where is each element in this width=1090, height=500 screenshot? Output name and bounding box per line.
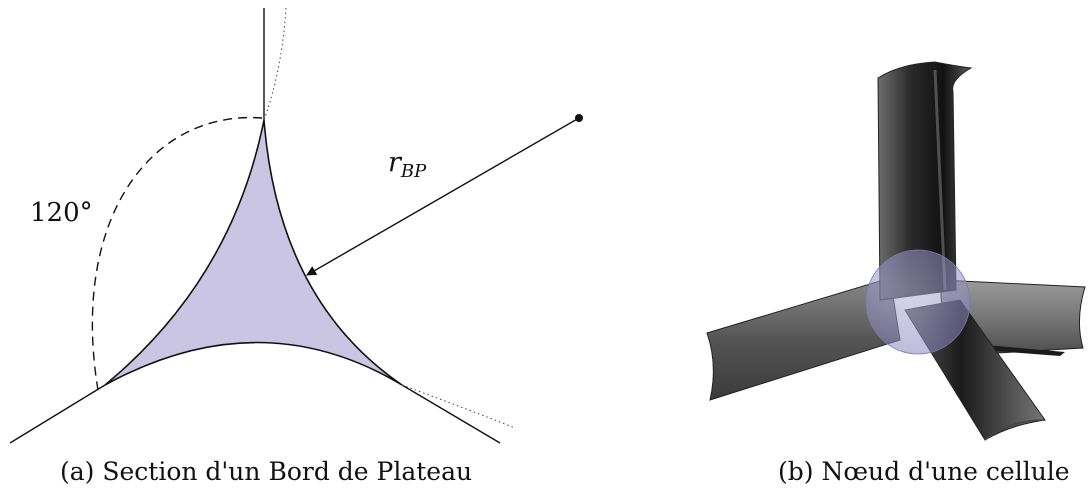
film-right: [401, 384, 501, 444]
tube-right-shadow: [982, 345, 1065, 356]
tube-down-edge: [984, 419, 1046, 441]
panel-b: (b) Nœud d'une cellule: [706, 61, 1086, 486]
caption-b: (b) Nœud d'une cellule: [778, 457, 1070, 486]
plateau-border-section: [104, 119, 403, 386]
angle-arc: [91, 116, 263, 391]
tube-vertical: [877, 61, 973, 301]
tube-left: [706, 277, 901, 401]
radius-label-main: r: [388, 147, 403, 178]
radius-label: rBP: [388, 147, 427, 182]
angle-label: 120°: [30, 198, 93, 228]
node-sphere: [865, 249, 971, 355]
dotted-arc-bottom: [401, 384, 516, 429]
radius-arrow: [306, 117, 580, 276]
film-left: [9, 384, 106, 444]
tube-vertical-highlight: [933, 69, 947, 291]
caption-a: (a) Section d'un Bord de Plateau: [60, 457, 472, 486]
radius-label-sub: BP: [400, 161, 427, 182]
panel-a: 120° rBP (a) Section d'un Bord de Platea…: [9, 7, 583, 486]
dotted-arc-top: [263, 7, 287, 121]
